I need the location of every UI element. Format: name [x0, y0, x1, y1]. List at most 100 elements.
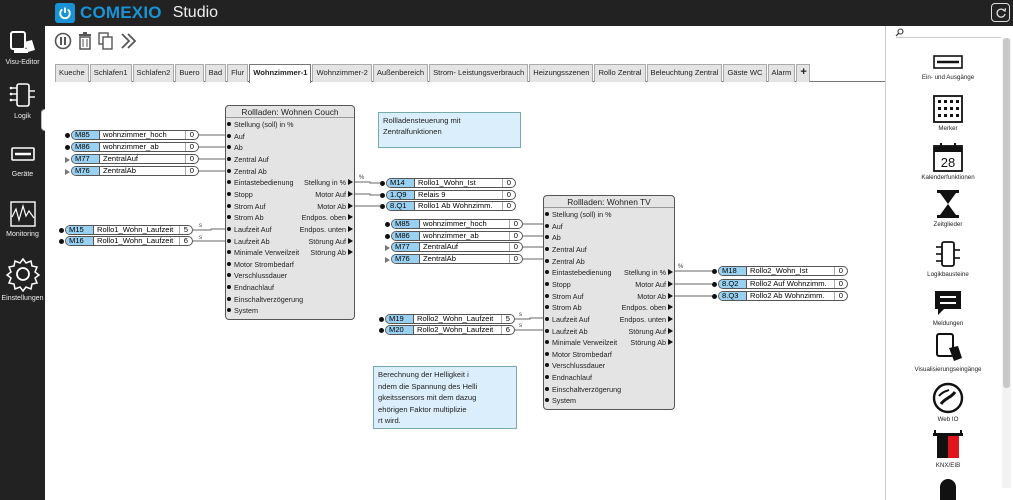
block-input-pin[interactable]: Minimale Verweilzeit [226, 248, 300, 258]
block-input-pin[interactable]: Auf [227, 131, 245, 141]
block-output-pin[interactable]: Motor Ab [317, 201, 353, 211]
function-block-wohnen-tv[interactable]: Rollladen: Wohnen TV Stellung (soll) in … [543, 195, 675, 410]
tab-bad[interactable]: Bad [204, 64, 227, 82]
block-input-pin[interactable]: Endnachlauf [227, 283, 274, 293]
block-input-pin[interactable]: Laufzeit Auf [545, 314, 590, 324]
palette-item-meldungen[interactable]: Meldungen [898, 288, 998, 327]
connector-arrow[interactable] [65, 156, 70, 163]
tab-beleuchtung-zentral[interactable]: Beleuchtung Zentral [646, 64, 723, 82]
connector-dot[interactable] [379, 327, 384, 333]
wire[interactable] [355, 181, 380, 184]
wire[interactable] [355, 193, 380, 196]
copy-icon[interactable] [98, 32, 114, 50]
block-input-pin[interactable]: Ab [545, 233, 561, 243]
tab-wohnzimmer-1[interactable]: Wohnzimmer-1 [249, 64, 312, 83]
block-input-pin[interactable]: Ab [227, 143, 243, 153]
tab-wohnzimmer-2[interactable]: Wohnzimmer-2 [312, 64, 372, 82]
comment-helligkeit[interactable]: Berechnung der Helligkeit i ndem die Spa… [373, 366, 517, 429]
tab-rollo-zentral[interactable]: Rollo Zentral [594, 64, 646, 82]
palette-item-kalender[interactable]: 28 Kalenderfunktionen [898, 142, 998, 181]
palette-scrollbar[interactable] [1002, 38, 1011, 488]
tab-schlafen1[interactable]: Schlafen1 [89, 64, 132, 82]
connector-dot[interactable] [380, 203, 385, 209]
palette-item-zeitglieder[interactable]: Zeitglieder [898, 189, 998, 228]
trash-icon[interactable] [78, 32, 92, 50]
block-output-pin[interactable]: Motor Auf [315, 189, 353, 199]
connector-dot[interactable] [712, 268, 717, 274]
block-output-pin[interactable]: Endpos. unten [299, 224, 354, 234]
connector-dot[interactable] [385, 221, 390, 227]
tab-aussenbereich[interactable]: Außenbereich [372, 64, 429, 82]
block-input-pin[interactable]: System [545, 396, 576, 406]
block-input-pin[interactable]: Strom Auf [227, 201, 266, 211]
block-output-pin[interactable]: Motor Auf [635, 279, 673, 289]
tab-heizungsszenen[interactable]: Heizungsszenen [529, 64, 594, 82]
block-input-pin[interactable]: Motor Strombedarf [227, 259, 294, 269]
block-output-pin[interactable]: Störung Ab [630, 338, 673, 348]
block-input-pin[interactable]: Strom Ab [545, 303, 582, 313]
block-input-pin[interactable]: Verschlussdauer [226, 271, 288, 281]
block-input-pin[interactable]: Einschaltverzögerung [544, 384, 622, 394]
refresh-icon[interactable] [991, 3, 1010, 22]
function-block-wohnen-couch[interactable]: Rollladen: Wohnen Couch Stellung (soll) … [225, 105, 355, 320]
palette-item-visualisierungseingaenge[interactable]: Visualisierungseingänge [898, 332, 998, 373]
nav-logik[interactable]: Logik [0, 80, 45, 120]
connector-dot[interactable] [59, 227, 64, 233]
comment-rollladensteuerung[interactable]: Rollladensteuerung mit Zentralfunktionen [378, 112, 521, 148]
block-input-pin[interactable]: Eintastebedienung [545, 268, 612, 278]
tab-kueche[interactable]: Kueche [55, 64, 89, 82]
block-output-pin[interactable]: Endpos. oben [621, 303, 674, 313]
palette-item-more[interactable] [898, 477, 998, 500]
connector-arrow[interactable] [385, 244, 390, 251]
block-input-pin[interactable]: Stellung (soll) in % [545, 210, 612, 219]
block-output-pin[interactable]: Endpos. oben [301, 213, 354, 223]
block-input-pin[interactable]: Verschlussdauer [544, 361, 606, 371]
nav-geraete[interactable]: Geräte [0, 142, 45, 178]
block-input-pin[interactable]: Eintastebedienung [227, 178, 294, 188]
block-input-pin[interactable]: Zentral Ab [545, 256, 585, 266]
pause-icon[interactable] [54, 32, 72, 50]
tab-alarm[interactable]: Alarm [767, 64, 796, 82]
connector-dot[interactable] [385, 233, 390, 239]
block-input-pin[interactable]: Zentral Auf [227, 154, 269, 164]
forward-icon[interactable] [120, 32, 138, 50]
connector-dot[interactable] [712, 281, 717, 287]
connector-dot[interactable] [65, 144, 70, 150]
block-input-pin[interactable]: Stopp [545, 279, 571, 289]
block-output-pin[interactable]: Stellung in % [624, 268, 673, 278]
block-input-pin[interactable]: System [227, 306, 258, 316]
block-input-pin[interactable]: Zentral Auf [545, 244, 587, 254]
palette-item-io[interactable]: Ein- und Ausgänge [898, 52, 998, 81]
palette-item-merker[interactable]: Merker [898, 95, 998, 132]
palette-item-web-io[interactable]: Web IO [898, 382, 998, 423]
nav-visu-editor[interactable]: Visu-Editor [0, 30, 45, 66]
tab-flur[interactable]: Flur [227, 64, 249, 82]
connector-dot[interactable] [380, 192, 385, 198]
block-input-pin[interactable]: Auf [545, 221, 563, 231]
wire[interactable] [515, 317, 544, 320]
block-input-pin[interactable]: Motor Strombedarf [545, 349, 612, 359]
wire[interactable] [193, 228, 226, 231]
block-output-pin[interactable]: Störung Ab [310, 248, 353, 258]
scrollbar-thumb[interactable] [1003, 38, 1010, 388]
block-input-pin[interactable]: Laufzeit Ab [227, 236, 270, 246]
connector-dot[interactable] [712, 293, 717, 299]
tab-schlafen2[interactable]: Schlafen2 [132, 64, 175, 82]
block-input-pin[interactable]: Endnachlauf [545, 373, 592, 383]
block-input-pin[interactable]: Laufzeit Auf [227, 224, 272, 234]
